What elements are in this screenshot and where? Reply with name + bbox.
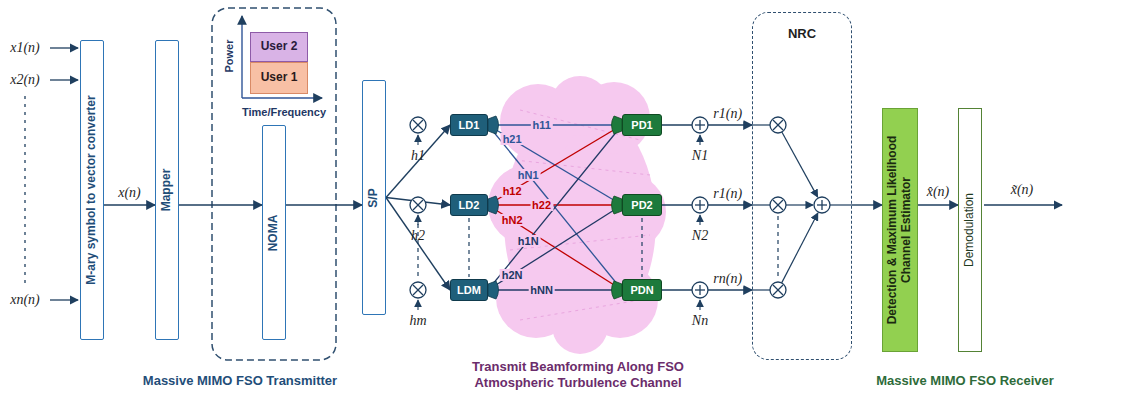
edge-label: h12 — [501, 185, 524, 197]
signal-label: h2 — [411, 228, 425, 243]
node-label: LDM — [457, 284, 481, 297]
channel-link — [488, 204, 622, 205]
signal-label: Nn — [692, 313, 708, 328]
node-label: User 1 — [261, 71, 298, 85]
nrc-combiner-region: NRC — [752, 12, 852, 360]
edge-label: h2N — [500, 269, 525, 281]
node-label: LD2 — [459, 199, 480, 212]
edge-label: h22 — [530, 199, 553, 211]
multiplier-symbols — [410, 117, 426, 310]
signal-label: N2 — [692, 228, 708, 243]
channel-link — [488, 125, 622, 205]
channel-link — [488, 205, 622, 290]
signal-arrow — [852, 204, 882, 205]
signal-arrow — [386, 198, 450, 291]
serial-parallel-box: S/P — [362, 80, 386, 315]
signal-label: x̃(n) — [1011, 182, 1034, 197]
node-label: NOMA — [267, 214, 281, 251]
power-axes — [242, 16, 322, 98]
node-label: Mapper — [160, 169, 174, 212]
signal-label: x1(n) — [10, 40, 40, 55]
signal-label: xn(n) — [10, 292, 40, 307]
section-caption: Massive MIMO FSO Transmitter — [143, 374, 337, 388]
node-label: S/P — [367, 188, 381, 207]
user-power-bar: User 2 — [250, 32, 308, 62]
node-label: Detection & Maximum Likelihood Channel E… — [886, 115, 914, 345]
photodetector-box: PDN — [622, 279, 662, 301]
channel-link — [488, 289, 622, 290]
signal-arrow — [179, 204, 262, 205]
channel-link — [488, 205, 622, 290]
output-arrow — [984, 204, 1062, 205]
signal-label: x2(n) — [10, 72, 40, 87]
noma-box: NOMA — [262, 125, 286, 340]
signal-arrow — [918, 204, 958, 205]
section-caption: Transmit Beamforming Along FSO Atmospher… — [443, 359, 713, 392]
edge-label: h1N — [516, 234, 541, 246]
mapper-box: Mapper — [155, 40, 179, 340]
edge-label: hNN — [528, 284, 555, 296]
node-label: Demodulation — [963, 193, 977, 267]
channel-link — [488, 125, 622, 290]
node-label: PD2 — [631, 199, 652, 212]
optical-lenses — [488, 116, 622, 299]
channel-link — [488, 124, 622, 125]
converter-box: M-ary symbol to vector converter — [80, 40, 104, 340]
node-label: User 2 — [261, 40, 298, 54]
signal-label: hm — [409, 313, 426, 328]
edge-label: x̂(n) — [925, 184, 952, 199]
noise-adders — [692, 117, 708, 310]
node-label: NRC — [788, 27, 816, 42]
signal-label: h1 — [411, 148, 425, 163]
axis-label: Power — [223, 39, 235, 72]
node-label: PD1 — [631, 119, 652, 132]
edge-label: x(n) — [116, 185, 143, 200]
edge-label: r1(n) — [711, 186, 744, 201]
channel-link — [488, 125, 622, 205]
detector-box: Detection & Maximum Likelihood Channel E… — [882, 108, 918, 352]
photodetector-box: PD1 — [622, 114, 662, 136]
node-label: M-ary symbol to vector converter — [85, 95, 99, 284]
signal-arrow — [386, 125, 450, 198]
edge-label: rn(n) — [711, 271, 744, 286]
signal-arrow — [104, 204, 155, 205]
edge-label: hN2 — [500, 214, 525, 226]
edge-label: h21 — [501, 133, 524, 145]
section-caption: Massive MIMO FSO Receiver — [876, 374, 1054, 388]
edge-label: h11 — [530, 119, 552, 131]
signal-label: N1 — [692, 148, 708, 163]
turbulence-cloud — [488, 76, 666, 354]
node-label: LD1 — [459, 119, 480, 132]
laser-diode-box: LD1 — [450, 114, 488, 136]
laser-diode-box: LD2 — [450, 194, 488, 216]
photodetector-box: PD2 — [622, 194, 662, 216]
channel-link — [488, 125, 622, 290]
axis-label: Time/Frequency — [242, 106, 326, 118]
transmitter-region — [212, 8, 336, 360]
node-label: PDN — [630, 284, 653, 297]
demodulator-box: Demodulation — [958, 108, 982, 352]
edge-label: r1(n) — [711, 106, 744, 121]
signal-arrow — [286, 204, 362, 205]
nrc-combiner — [752, 117, 852, 298]
laser-diode-box: LDM — [450, 279, 488, 301]
user-power-bar: User 1 — [250, 62, 308, 94]
edge-label: hN1 — [516, 168, 541, 180]
